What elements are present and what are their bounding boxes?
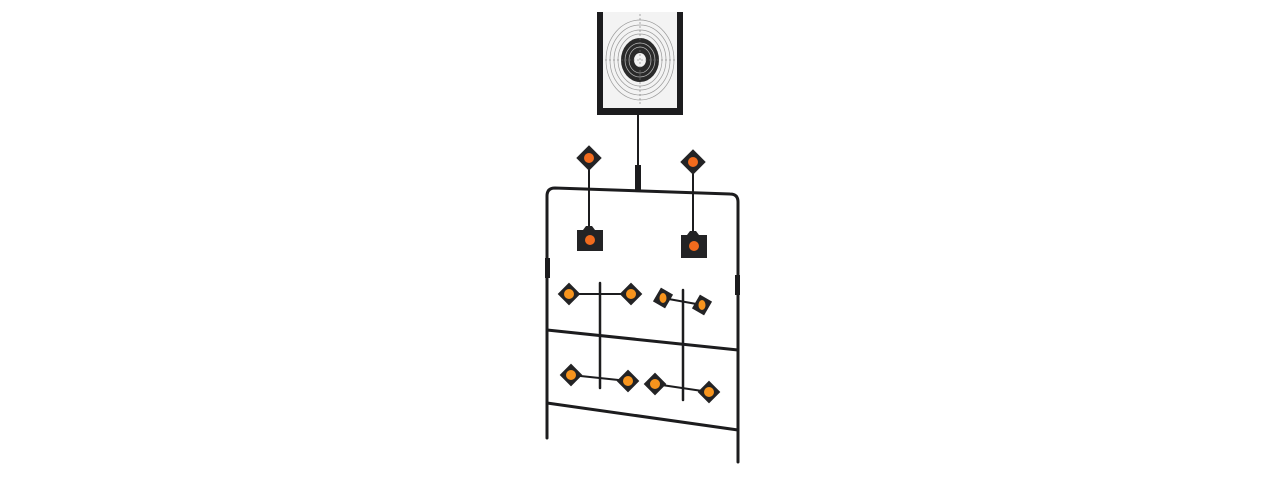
spinner-paddles — [557, 282, 721, 404]
paper-target — [597, 12, 683, 115]
metal-frame — [545, 114, 740, 464]
orange-target-dots — [564, 289, 714, 397]
top-spinner-right — [680, 149, 707, 258]
top-spinner-left — [576, 145, 603, 251]
